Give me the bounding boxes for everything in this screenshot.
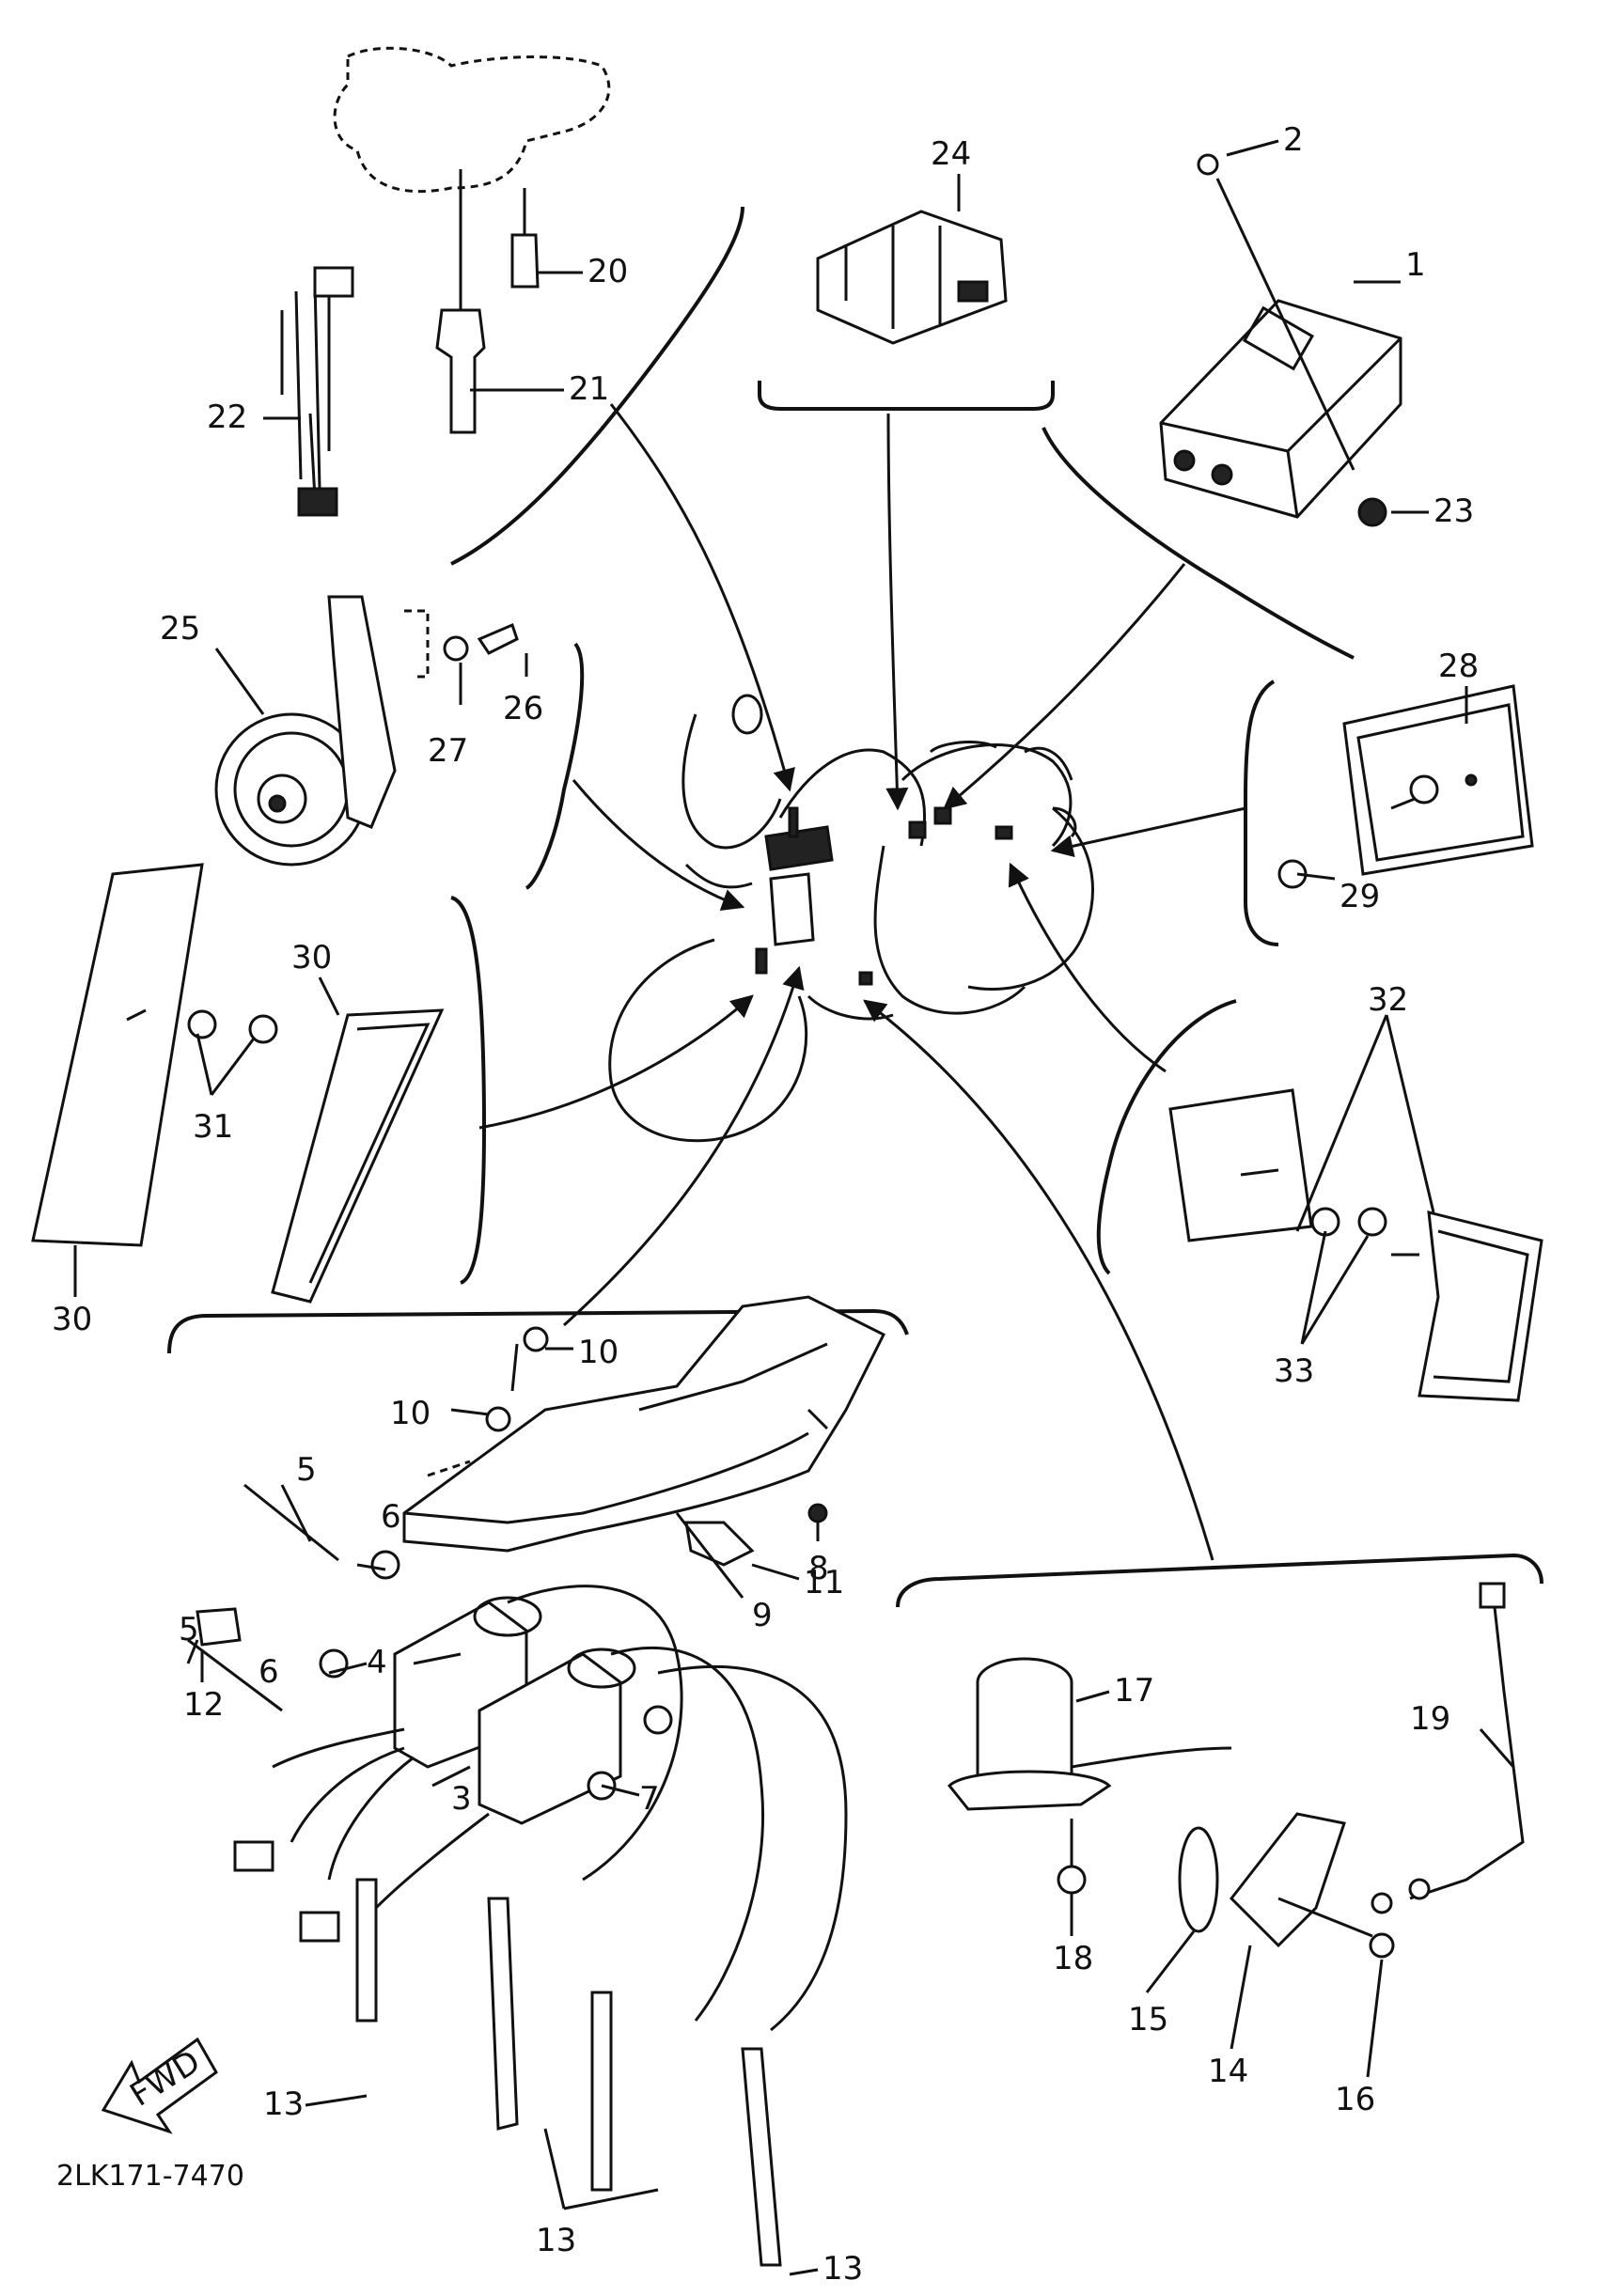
callout-13b: 13 bbox=[536, 2222, 576, 2259]
callout-30b: 30 bbox=[52, 1301, 92, 1338]
callout-23: 23 bbox=[1434, 492, 1474, 530]
part-24-relay bbox=[816, 210, 1008, 345]
callout-16: 16 bbox=[1335, 2081, 1375, 2118]
part-25-horn bbox=[214, 595, 519, 867]
callout-19: 19 bbox=[1410, 1700, 1450, 1738]
callout-5b: 5 bbox=[179, 1611, 199, 1648]
callout-2: 2 bbox=[1283, 121, 1304, 159]
part-20-21-switches bbox=[333, 46, 611, 434]
part-28-reflector bbox=[1277, 684, 1534, 889]
callout-10b: 10 bbox=[390, 1395, 431, 1432]
callout-8: 8 bbox=[808, 1550, 829, 1587]
grouping-brackets bbox=[167, 206, 1543, 1608]
callout-13c: 13 bbox=[822, 2250, 863, 2288]
callout-18: 18 bbox=[1053, 1940, 1093, 1977]
callout-27: 27 bbox=[428, 732, 468, 770]
callout-12: 12 bbox=[183, 1686, 224, 1724]
part-code: 2LK171-7470 bbox=[56, 2160, 244, 2193]
callout-30a: 30 bbox=[291, 939, 332, 976]
part-17-switch bbox=[947, 1582, 1525, 1959]
frame-outline bbox=[608, 694, 1094, 1143]
callout-29: 29 bbox=[1340, 878, 1380, 915]
callout-9: 9 bbox=[752, 1597, 773, 1634]
fwd-arrow bbox=[101, 2037, 218, 2134]
callout-10a: 10 bbox=[578, 1334, 619, 1371]
callout-13a: 13 bbox=[263, 2085, 304, 2123]
callout-3: 3 bbox=[451, 1780, 472, 1818]
part-1-control-unit bbox=[1159, 153, 1402, 527]
callout-5a: 5 bbox=[296, 1451, 317, 1489]
callout-15: 15 bbox=[1128, 2001, 1168, 2038]
callout-22: 22 bbox=[207, 398, 247, 436]
callout-17: 17 bbox=[1114, 1672, 1154, 1710]
callout-25: 25 bbox=[160, 610, 200, 648]
callout-32: 32 bbox=[1368, 981, 1408, 1019]
part-9-cover bbox=[402, 1295, 886, 1553]
callout-labels: 1 2 3 4 5 5 6 6 7 8 9 10 10 11 12 13 13 … bbox=[52, 121, 1479, 2288]
callout-11: 11 bbox=[804, 1564, 844, 1601]
part-32-lamps bbox=[1168, 1088, 1543, 1402]
callout-4: 4 bbox=[367, 1644, 387, 1681]
part-22-lead bbox=[280, 266, 354, 517]
callout-leaders bbox=[73, 139, 1515, 2276]
callout-28: 28 bbox=[1438, 648, 1479, 685]
callout-7: 7 bbox=[639, 1780, 660, 1818]
part-coils bbox=[187, 1483, 848, 2267]
callout-33: 33 bbox=[1274, 1352, 1314, 1390]
callout-14: 14 bbox=[1208, 2053, 1248, 2090]
callout-1: 1 bbox=[1405, 246, 1426, 284]
callout-20: 20 bbox=[588, 253, 628, 290]
callout-26: 26 bbox=[503, 690, 543, 727]
part-30-reflectors bbox=[31, 863, 445, 1304]
callout-31: 31 bbox=[193, 1108, 233, 1146]
callout-21: 21 bbox=[569, 370, 609, 408]
callout-6b: 6 bbox=[258, 1653, 279, 1691]
callout-6a: 6 bbox=[381, 1498, 401, 1536]
callout-24: 24 bbox=[931, 135, 971, 173]
assembly-leaders bbox=[478, 403, 1246, 1561]
